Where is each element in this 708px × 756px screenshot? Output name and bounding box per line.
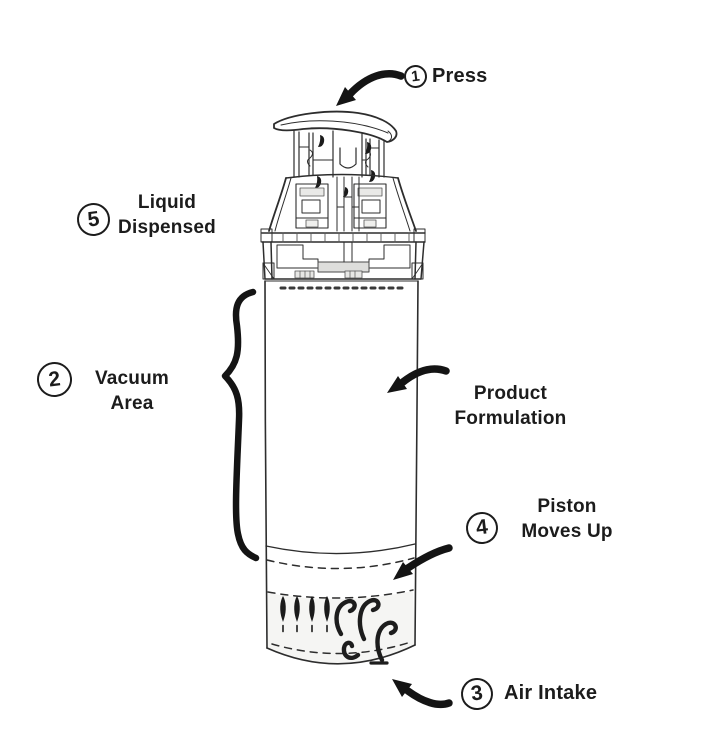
air-chamber-shade xyxy=(267,591,415,663)
piston-arrow-icon xyxy=(404,544,453,572)
pump-collar xyxy=(260,173,426,280)
air-swirl-icon xyxy=(334,597,398,665)
product-arrow-icon xyxy=(399,365,450,386)
piston-moves-up-line1: Piston xyxy=(537,496,597,517)
annotation-arrowheads xyxy=(336,87,413,697)
air-intake-label: Air Intake xyxy=(504,682,598,704)
press-label: Press xyxy=(432,65,488,87)
product-formulation-label: Product Formulation xyxy=(448,381,573,431)
pump-actuator xyxy=(273,110,398,178)
bottle-body xyxy=(264,280,419,665)
vacuum-area-line1: Vacuum xyxy=(94,368,170,389)
piston-moves-up-label: Piston Moves Up xyxy=(512,494,622,544)
press-arrow-icon xyxy=(346,70,405,98)
liquid-dispensed-label: Liquid Dispensed xyxy=(107,190,227,240)
liquid-dispensed-line1: Liquid xyxy=(137,192,197,213)
piston-up-arrows xyxy=(280,596,330,633)
product-formulation-line2: Formulation xyxy=(454,408,567,429)
annotation-arrows xyxy=(346,70,453,709)
vacuum-area-line2: Area xyxy=(110,393,154,414)
air-intake-arrow-icon xyxy=(404,687,453,709)
product-formulation-line1: Product xyxy=(473,383,548,404)
piston-moves-up-line2: Moves Up xyxy=(521,521,613,542)
liquid-dispensed-line2: Dispensed xyxy=(118,217,216,238)
vacuum-brace xyxy=(221,288,260,562)
vacuum-area-label: Vacuum Area xyxy=(82,366,182,416)
